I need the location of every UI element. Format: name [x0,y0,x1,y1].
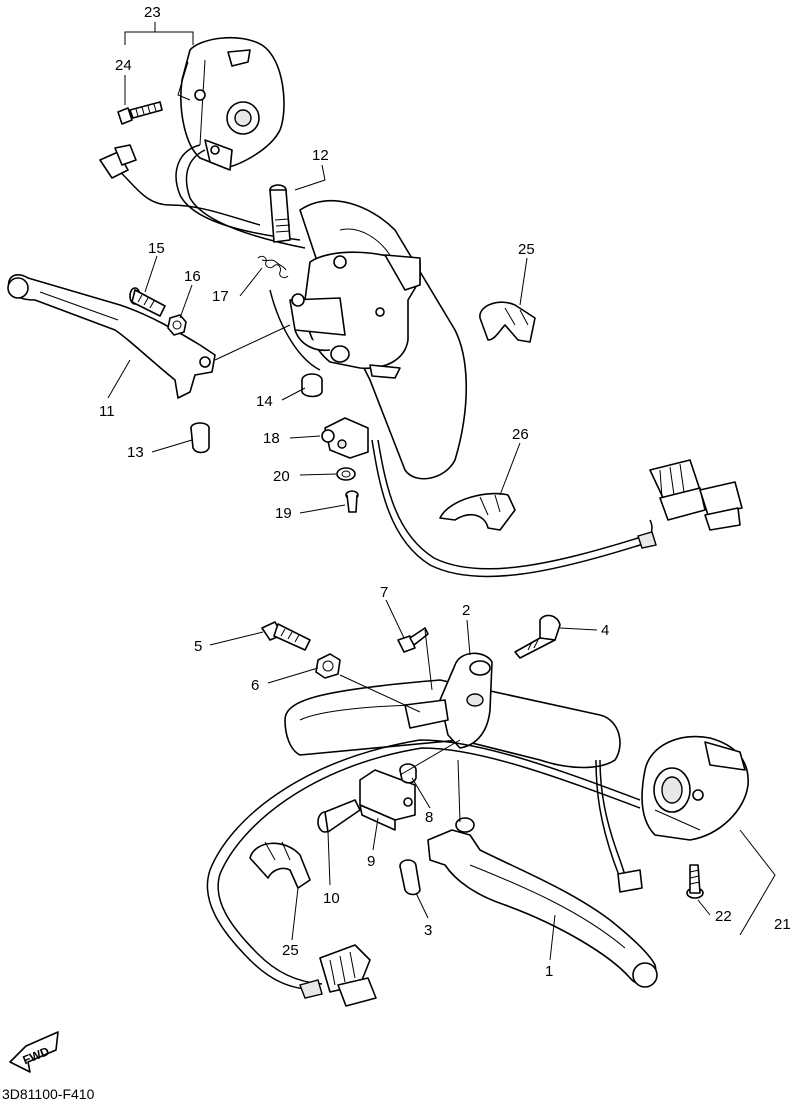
callout-26: 26 [512,426,529,443]
callout-15: 15 [148,240,165,257]
callout-8: 8 [425,809,433,826]
callout-4: 4 [601,622,609,639]
brake-lever-11 [7,274,216,399]
leader-lines [107,22,776,961]
callout-7: 7 [380,584,388,601]
callout-labels: 23 24 12 15 16 17 25 11 14 26 18 13 20 1… [99,4,791,980]
cable-clamp-25-upper [479,301,536,343]
lower-connector-block [299,944,377,1007]
callout-11: 11 [99,403,115,420]
callout-25-upper: 25 [518,241,535,258]
callout-17: 17 [212,288,229,305]
cable-clamp-25-lower [249,841,311,889]
lower-wiring [206,739,643,991]
callout-1: 1 [545,963,553,980]
upper-switch-housing [177,36,285,171]
callout-13: 13 [127,444,144,461]
callout-6: 6 [251,677,259,694]
callout-19: 19 [275,505,292,522]
bolt-12 [269,184,291,243]
collar-3 [399,859,421,896]
nut-6 [315,653,341,679]
callout-22: 22 [715,908,732,925]
callout-25-lower: 25 [282,942,299,959]
spring-17 [257,255,289,279]
fwd-badge: FWD [9,1031,59,1073]
lower-switch-housing [641,735,749,841]
upper-wiring [99,144,321,371]
callout-20: 20 [273,468,290,485]
callout-21: 21 [774,916,791,933]
bolt-4 [514,614,561,659]
upper-harness [371,439,657,578]
callout-14: 14 [256,393,273,410]
callout-10: 10 [323,890,340,907]
callout-16: 16 [184,268,201,285]
screw-24 [117,101,163,125]
screw-22 [686,864,704,899]
callout-2: 2 [462,602,470,619]
bolt-5 [261,621,311,651]
callout-18: 18 [263,430,280,447]
front-brake-switch-18 [321,417,369,459]
collar-14 [301,373,323,398]
callout-24: 24 [115,57,132,74]
screw-19 [345,490,359,513]
callout-12: 12 [312,147,329,164]
clutch-lever-1 [427,817,658,988]
washer-20 [336,467,356,481]
callout-9: 9 [367,853,375,870]
cable-clamp-26 [439,492,516,531]
callout-5: 5 [194,638,202,655]
bolt-15 [129,287,166,317]
master-cylinder [289,251,421,379]
lever-holder-2 [404,652,493,749]
callout-3: 3 [424,922,432,939]
callout-23: 23 [144,4,161,21]
clutch-switch-9 [359,769,416,831]
upper-connector-block [649,459,743,531]
nut-16 [167,314,187,336]
figure-code: 3D81100-F410 [2,1086,95,1102]
collar-13 [190,422,210,454]
screw-10 [317,799,361,833]
bolt-7 [397,627,429,653]
